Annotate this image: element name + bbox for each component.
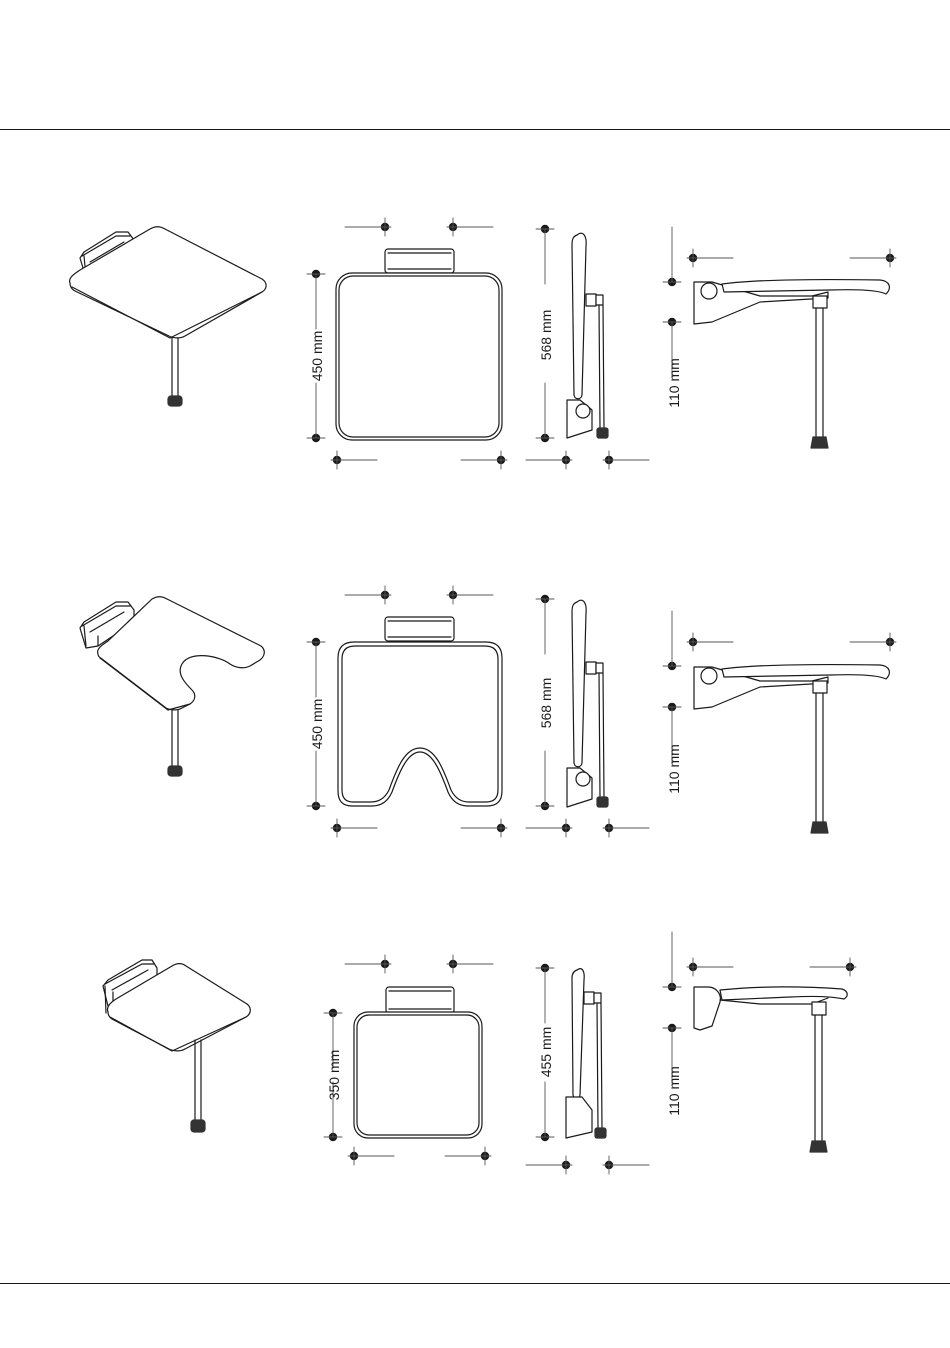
profile-view-cutout <box>694 664 889 833</box>
side-view-compact <box>566 969 606 1138</box>
iso-view-compact <box>103 960 250 1132</box>
height-label-compact: 455 mm <box>538 1027 554 1078</box>
row-standard <box>70 227 890 448</box>
front-view-compact <box>354 987 482 1138</box>
front-view-standard <box>336 249 502 440</box>
bracket-label-standard: 110 mm <box>666 358 682 408</box>
iso-view-cutout <box>80 597 264 776</box>
bracket-label-cutout: 110 mm <box>666 744 682 794</box>
seat-depth-label-standard: 450 mm <box>309 331 325 382</box>
front-view-cutout <box>338 617 502 806</box>
seat-depth-label-cutout: 450 mm <box>309 699 325 750</box>
profile-view-standard <box>694 279 889 448</box>
seat-depth-label-compact: 350 mm <box>326 1050 342 1101</box>
height-label-standard: 568 mm <box>538 310 554 361</box>
row-compact <box>103 960 847 1152</box>
row-cutout <box>80 597 889 833</box>
side-view-standard <box>567 233 608 438</box>
bracket-label-compact: 110 mm <box>666 1066 682 1116</box>
iso-view-standard <box>70 227 267 406</box>
profile-view-compact <box>694 987 847 1152</box>
height-label-cutout: 568 mm <box>538 678 554 729</box>
side-view-cutout <box>567 600 608 807</box>
